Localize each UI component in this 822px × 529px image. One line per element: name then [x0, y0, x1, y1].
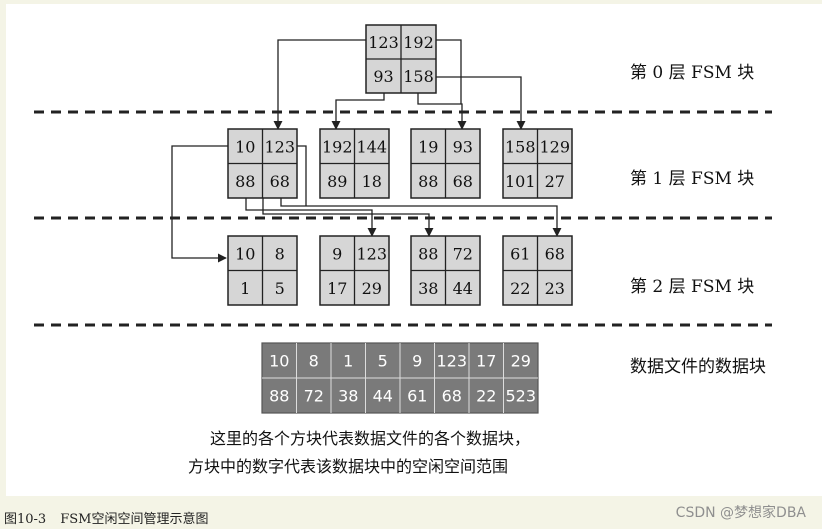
connector-0-to-1b: [331, 93, 385, 130]
data-block-cell: 38: [338, 387, 358, 406]
cell: 144: [356, 137, 387, 156]
cell: 38: [418, 279, 438, 298]
data-block-cell: 44: [373, 387, 393, 406]
cell: 8: [275, 244, 285, 263]
note-line-1: 这里的各个方块代表数据文件的各个数据块，: [210, 429, 530, 448]
figure-caption: 图10-3 FSM空闲空间管理示意图: [4, 508, 208, 527]
connector-1-to-2c: [262, 198, 434, 237]
connector-0-to-1d: [436, 76, 526, 130]
data-block-cell: 29: [511, 352, 531, 371]
cell: 44: [453, 279, 473, 298]
fsm-block-level2-1: 9 123 17 29: [319, 235, 390, 306]
cell: 88: [418, 172, 438, 191]
cell: 123: [264, 137, 295, 156]
cell: 27: [545, 172, 565, 191]
cell: 10: [235, 244, 255, 263]
cell: 88: [235, 172, 255, 191]
cell: 123: [368, 33, 399, 52]
connector-1-to-2a: [171, 145, 228, 263]
cell: 192: [403, 33, 434, 52]
cell: 72: [453, 244, 473, 263]
data-block-cell: 1: [343, 352, 353, 371]
data-block-cell: 61: [407, 387, 427, 406]
fsm-block-level1-2: 19 93 88 68: [410, 128, 481, 199]
data-block-cell: 68: [442, 387, 462, 406]
data-block-cell: 8: [309, 352, 319, 371]
connector-1-to-2d: [280, 198, 562, 237]
data-block-cell: 123: [436, 352, 467, 371]
cell: 23: [545, 279, 565, 298]
cell: 29: [362, 279, 382, 298]
connector-1-extra: [297, 145, 307, 206]
cell: 9: [332, 244, 342, 263]
level-2-label: 第 2 层 FSM 块: [630, 277, 754, 297]
cell: 123: [356, 244, 387, 263]
cell: 101: [505, 172, 536, 191]
cell: 93: [373, 67, 393, 86]
cell: 5: [275, 279, 285, 298]
connectors: [171, 39, 562, 263]
fsm-block-level2-0: 10 8 1 5: [227, 235, 298, 306]
data-block-cell: 10: [269, 352, 289, 371]
cell: 68: [270, 172, 290, 191]
cell: 129: [539, 137, 570, 156]
data-block-cell: 22: [476, 387, 496, 406]
cell: 19: [418, 137, 438, 156]
connector-1-to-2b: [245, 198, 377, 237]
connector-0-to-1c: [417, 93, 467, 130]
cell: 89: [327, 172, 347, 191]
cell: 10: [235, 137, 255, 156]
cell: 61: [510, 244, 530, 263]
connector-0-to-1a: [273, 39, 366, 130]
cell: 158: [505, 137, 536, 156]
note-line-2: 方块中的数字代表该数据块中的空闲空间范围: [188, 457, 508, 476]
data-block-cell: 5: [378, 352, 388, 371]
watermark: CSDN @梦想家DBA: [675, 505, 806, 521]
figure-title: FSM空闲空间管理示意图: [60, 512, 209, 527]
fsm-block-level0: 123 192 93 158: [365, 24, 437, 94]
cell: 93: [453, 137, 473, 156]
cell: 17: [327, 279, 347, 298]
data-block-cell: 523: [505, 387, 536, 406]
fsm-block-level1-0: 10 123 88 68: [227, 128, 298, 199]
level-0-label: 第 0 层 FSM 块: [630, 63, 754, 83]
cell: 158: [403, 67, 434, 86]
fsm-block-level2-2: 88 72 38 44: [410, 235, 481, 306]
cell: 1: [240, 279, 250, 298]
fsm-block-level2-3: 61 68 22 23: [502, 235, 573, 306]
level-1-label: 第 1 层 FSM 块: [630, 169, 754, 189]
data-block-cell: 72: [304, 387, 324, 406]
data-block-cell: 9: [412, 352, 422, 371]
cell: 88: [418, 244, 438, 263]
data-blocks-label: 数据文件的数据块: [630, 357, 766, 377]
cell: 192: [322, 137, 353, 156]
figure-number: 图10-3: [4, 512, 47, 527]
connector-0-extra: [436, 39, 462, 104]
cell: 68: [453, 172, 473, 191]
data-block-cell: 17: [476, 352, 496, 371]
data-block-cell: 88: [269, 387, 289, 406]
cell: 68: [545, 244, 565, 263]
cell: 22: [510, 279, 530, 298]
cell: 18: [362, 172, 382, 191]
